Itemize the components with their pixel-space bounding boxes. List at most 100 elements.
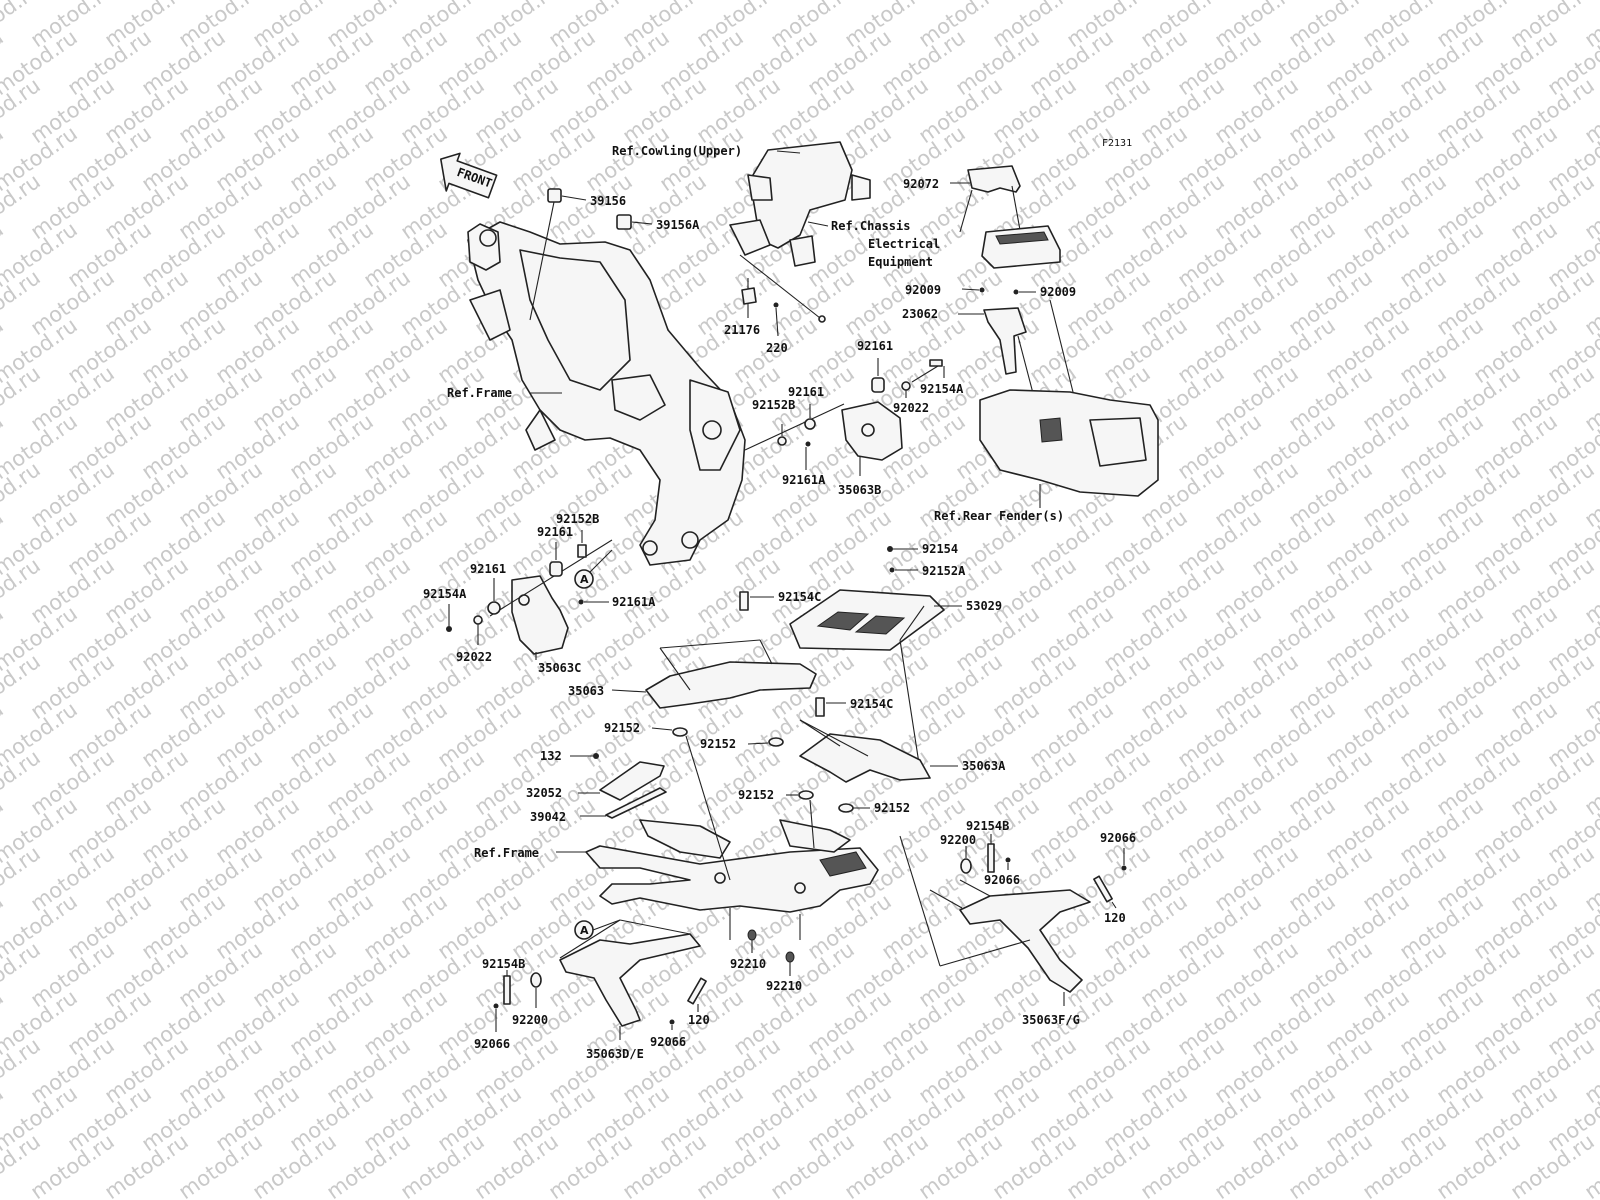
part-92161-top: 92161 [857,339,893,353]
bolt-92154B-right [987,843,995,873]
part-92022-top: 92022 [893,401,929,415]
main-frame-drawing [467,221,746,566]
bracket-35063DE [559,933,701,1027]
part-92210-2: 92210 [766,979,802,993]
ref-cowling-upper: Ref.Cowling(Upper) [612,144,742,158]
stay-rod [739,254,821,319]
bracket-lower-left [729,219,771,256]
bolt-92152B-left [577,544,587,558]
part-92022-left: 92022 [456,650,492,664]
part-92161A-mid: 92161A [782,473,826,487]
part-120-left: 120 [688,1013,710,1027]
bracket-left-arm [747,174,773,201]
screw-92161A-left [578,599,584,605]
frame-inner-opening [519,249,631,391]
part-132: 132 [540,749,562,763]
plate-slot-2 [854,615,906,635]
part-39156: 39156 [590,194,626,208]
part-92154C-1: 92154C [778,590,821,604]
stay-rod-end [818,315,826,323]
cap-39156A [616,214,632,230]
pivot-hole [702,420,722,440]
ref-chassis-1: Ref.Chassis [831,219,910,233]
screw-132 [593,753,599,759]
bolt-92154 [887,546,893,552]
rail-35063A [799,733,931,783]
washer-92022-top [901,381,911,391]
subframe-upper-tube [639,819,731,859]
part-92066-left2: 92066 [650,1035,686,1049]
subframe-hole-1 [714,872,726,884]
bolt-120-right [1093,875,1113,903]
bolt-92154A-left [446,626,452,632]
screw-92009-left [979,287,985,293]
part-35063B: 35063B [838,483,881,497]
part-92152B-mid: 92152B [752,398,795,412]
part-92200-right: 92200 [940,833,976,847]
subframe-hole-2 [794,882,806,894]
part-92154C-2: 92154C [850,697,893,711]
front-arrow-icon [439,152,498,199]
part-92152B-left: 92152B [556,512,599,526]
nut-92066-right2 [1121,865,1127,871]
part-92154B-right: 92154B [966,819,1009,833]
ref-rear-fender: Ref.Rear Fender(s) [934,509,1064,523]
fender-pocket [1039,417,1063,443]
part-120-right: 120 [1104,911,1126,925]
part-35063A: 35063A [962,759,1006,773]
part-220: 220 [766,341,788,355]
strip-39042 [605,787,667,819]
part-92009-left: 92009 [905,283,941,297]
part-92154B-left: 92154B [482,957,525,971]
subframe-rails [585,845,879,913]
subframe-plate [819,851,867,877]
ref-chassis-2: Electrical [868,237,940,251]
collar-92200-left [530,972,542,988]
bolt-92154B-left [503,975,511,1005]
part-92161-left1: 92161 [537,525,573,539]
front-arrow: FRONT [439,152,498,199]
collar-92161-left1 [549,561,563,577]
lower-mount-hole [681,531,699,549]
washer-92152-3 [798,790,814,800]
screw-220 [773,302,779,308]
engine-mount-front [469,289,511,341]
part-92210-1: 92210 [730,957,766,971]
clip-21176 [741,287,757,305]
part-92200-left: 92200 [512,1013,548,1027]
screw-92009-right [1013,289,1019,295]
battery-box [981,225,1061,269]
part-92152-3: 92152 [738,788,774,802]
mount-bracket-35063C [511,575,569,655]
frame-cross-plate [611,374,666,421]
part-92154A-left: 92154A [423,587,467,601]
diagram-code: F2131 [1102,138,1132,149]
part-92066-left1: 92066 [474,1037,510,1051]
nut-92066-left2 [669,1019,675,1025]
frame-lower-bracket [525,409,556,451]
part-92066-right1: 92066 [984,873,1020,887]
washer-92152-2 [768,737,784,747]
bracket-right-arm [851,174,871,201]
part-92161-mid: 92161 [788,385,824,399]
washer-92152-1 [672,727,688,737]
part-92161A-left: 92161A [612,595,656,609]
ref-frame-top: Ref.Frame [447,386,512,400]
part-92152-2: 92152 [700,737,736,751]
part-92009-right: 92009 [1040,285,1076,299]
part-35063FG: 35063F/G [1022,1013,1080,1027]
part-92154A-top: 92154A [920,382,964,396]
part-92154: 92154 [922,542,958,556]
part-35063DE: 35063D/E [586,1047,644,1061]
bolt-92154C-1 [739,591,749,611]
battery-strap-92072 [967,165,1021,193]
bolt-92154C-2 [815,697,825,717]
steering-head-bore [479,229,497,247]
part-53029: 53029 [966,599,1002,613]
part-35063: 35063 [568,684,604,698]
washer-92161-left2 [487,601,501,615]
part-92066-right2: 92066 [1100,831,1136,845]
part-35063C: 35063C [538,661,581,675]
